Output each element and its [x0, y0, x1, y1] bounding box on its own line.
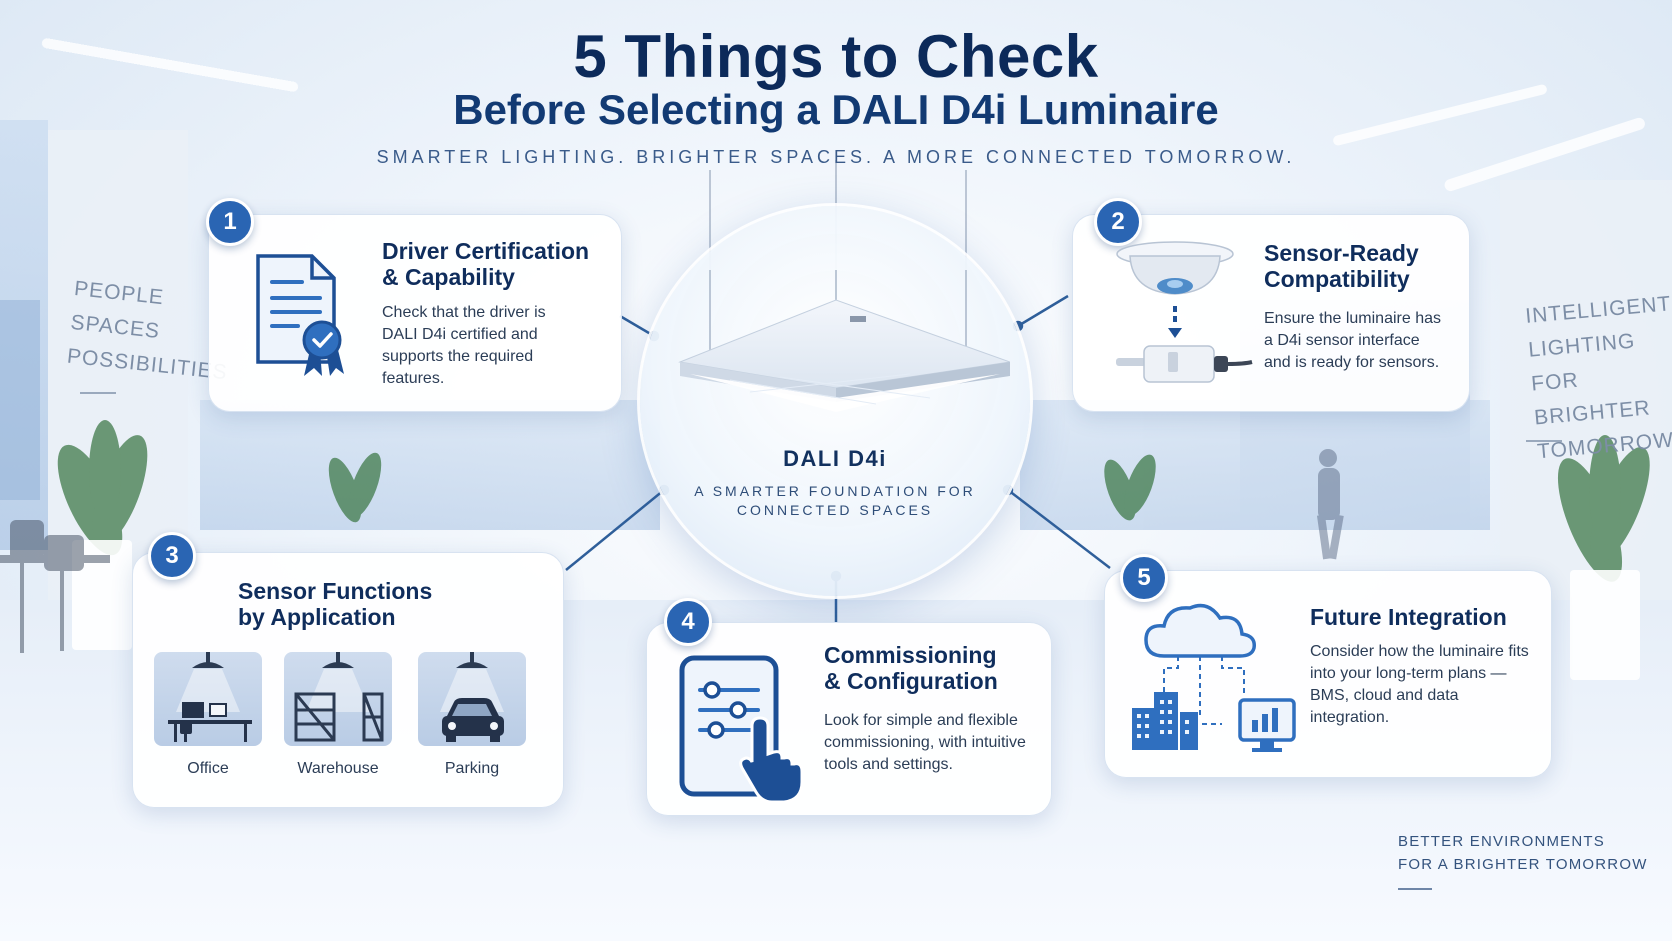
application-label: Warehouse: [297, 760, 379, 777]
tagline: SMARTER LIGHTING. BRIGHTER SPACES. A MOR…: [376, 147, 1296, 167]
card-title-line: Sensor-Ready: [1264, 240, 1419, 266]
card-title: Sensor Functions by Application: [238, 578, 432, 630]
application-thumb-office: [154, 652, 262, 746]
application-thumb-parking: [418, 652, 526, 746]
luminaire-icon: [678, 270, 1010, 412]
cloud-icon: [1132, 603, 1296, 752]
footer-divider: [1398, 888, 1432, 890]
page-title: 5 Things to Check: [573, 23, 1099, 90]
wall-divider-right: [1526, 440, 1562, 442]
card-title-line: Driver Certification: [382, 238, 590, 264]
card-description: Ensure the luminaire has a D4i sensor in…: [1264, 310, 1441, 371]
page-subtitle: Before Selecting a DALI D4i Luminaire: [453, 86, 1219, 133]
center-title: DALI D4i: [783, 446, 887, 471]
certificate-icon: [256, 254, 344, 376]
application-label: Parking: [444, 760, 500, 777]
application-thumb-warehouse: [284, 652, 392, 746]
warehouse-icon: [294, 652, 384, 742]
car-icon: [440, 652, 504, 742]
application-label: Office: [187, 760, 229, 777]
tablet-icon: [679, 655, 804, 804]
card-title: Commissioning & Configuration: [824, 642, 998, 694]
card-title-line: by Application: [238, 604, 396, 630]
step-badge-1: 1: [206, 198, 254, 246]
footer-line: BETTER ENVIRONMENTS: [1398, 833, 1605, 850]
card-title: Future Integration: [1310, 604, 1507, 630]
center-subtitle: A SMARTER FOUNDATION FOR CONNECTED SPACE…: [694, 483, 976, 518]
footer-text: BETTER ENVIRONMENTS FOR A BRIGHTER TOMOR…: [1398, 830, 1648, 876]
card-title-line: Compatibility: [1264, 266, 1410, 292]
wall-text-line: FOR BRIGHTER: [1530, 368, 1652, 430]
step-badge-5: 5: [1120, 554, 1168, 602]
card-title-line: Future Integration: [1310, 604, 1507, 630]
wall-divider-left: [80, 392, 116, 394]
footer-line: FOR A BRIGHTER TOMORROW: [1398, 856, 1648, 873]
card-title-line: Sensor Functions: [238, 578, 433, 604]
card-title: Driver Certification & Capability: [382, 238, 589, 290]
step-badge-3: 3: [148, 532, 196, 580]
card-title: Sensor-Ready Compatibility: [1264, 240, 1419, 292]
card-title-line: Commissioning: [824, 642, 997, 668]
card-description: Consider how the luminaire fits into you…: [1310, 643, 1529, 726]
sensor-icon: [1116, 241, 1253, 383]
office-icon: [168, 652, 252, 742]
card-description: Check that the driver is DALI D4i certif…: [382, 304, 546, 387]
card-title-line: & Capability: [382, 264, 515, 290]
card-description: Look for simple and flexible commissioni…: [824, 712, 1026, 773]
card-title-line: & Configuration: [824, 668, 998, 694]
card-future-integration: [1104, 570, 1552, 778]
step-badge-4: 4: [664, 598, 712, 646]
step-badge-2: 2: [1094, 198, 1142, 246]
